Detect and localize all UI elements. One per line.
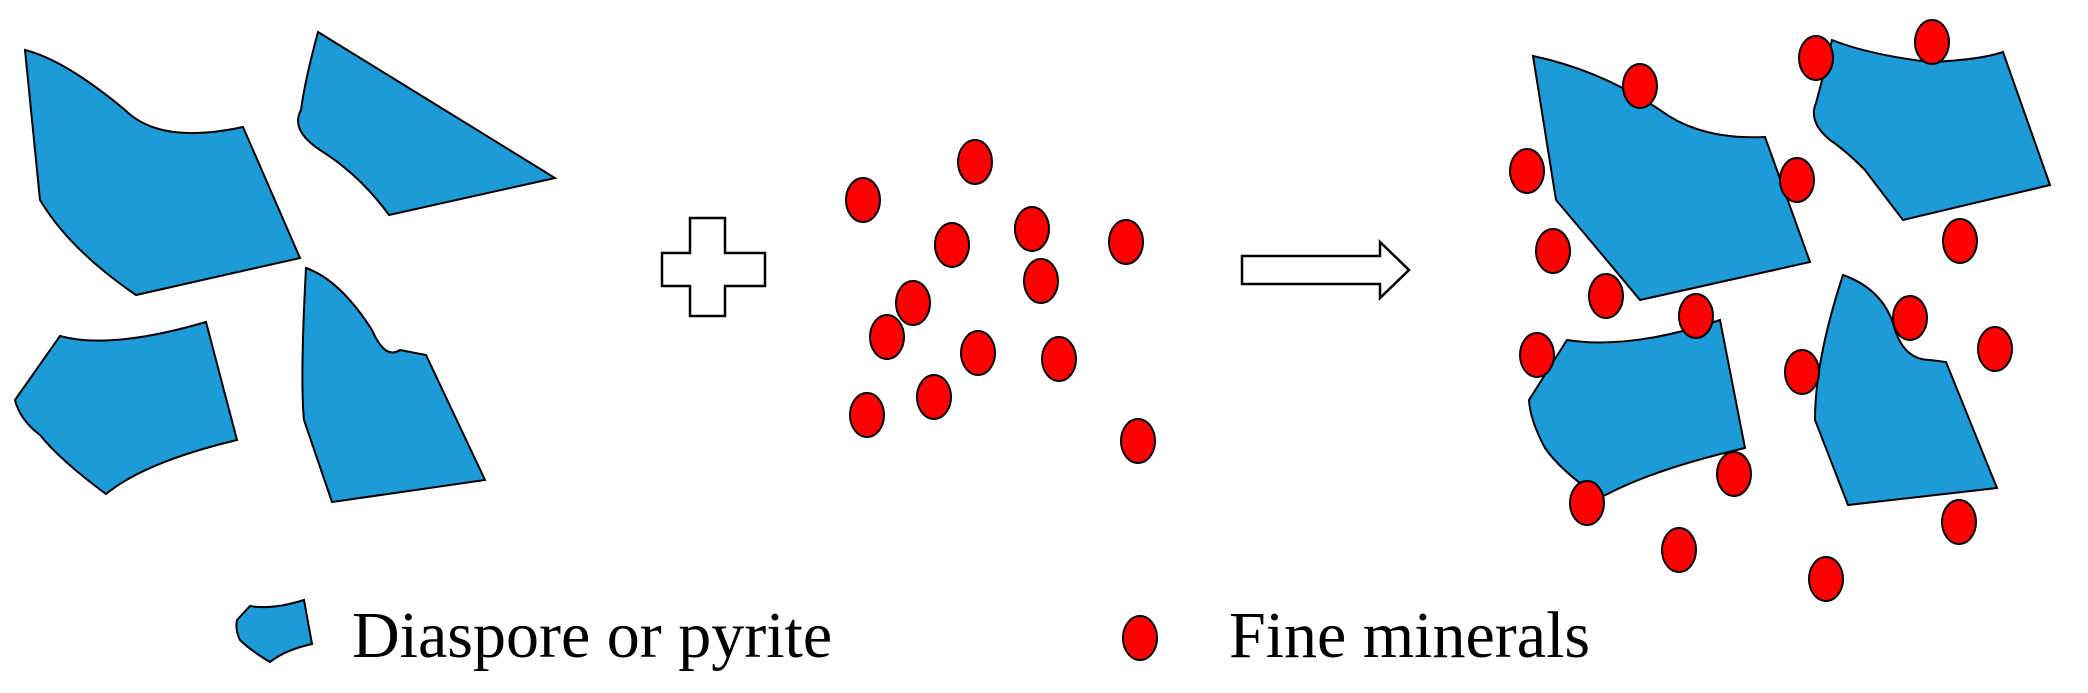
coated-particle — [1812, 38, 2052, 222]
fine-mineral — [849, 392, 885, 438]
legend-fine-mineral-icon — [1122, 615, 1158, 661]
attached-fine-minerals-group — [1509, 19, 2013, 602]
fine-mineral — [1041, 336, 1077, 382]
coated-particle — [1531, 54, 1812, 302]
fine-mineral — [1569, 480, 1605, 526]
coarse-particle — [297, 30, 558, 217]
fine-mineral — [1914, 19, 1950, 65]
fine-mineral — [1108, 219, 1144, 265]
fine-mineral — [1784, 349, 1820, 395]
fine-mineral — [1661, 527, 1697, 573]
legend-label-fine-minerals: Fine minerals — [1229, 599, 1591, 672]
fine-mineral — [1509, 148, 1545, 194]
fine-mineral — [1798, 35, 1834, 81]
fine-mineral — [845, 177, 881, 223]
fine-mineral — [1941, 499, 1977, 545]
fine-mineral — [1678, 293, 1714, 339]
fine-mineral — [1892, 295, 1928, 341]
fine-mineral — [869, 314, 905, 360]
fine-mineral — [1808, 556, 1844, 602]
fine-mineral — [1588, 273, 1624, 319]
fine-mineral — [1716, 451, 1752, 497]
legend-label-diaspore-or-pyrite: Diaspore or pyrite — [352, 599, 833, 672]
fine-mineral — [1535, 228, 1571, 274]
right-arrow-outline-icon — [1240, 239, 1411, 301]
coated-particle — [1527, 318, 1747, 500]
legend-particle-icon — [235, 598, 314, 664]
fine-mineral — [957, 139, 993, 185]
fine-mineral — [960, 330, 996, 376]
fine-mineral — [1977, 326, 2013, 372]
coarse-particle — [301, 266, 487, 504]
fine-mineral — [1519, 332, 1555, 378]
coated-particles-group — [1527, 38, 2052, 507]
coarse-particle — [13, 320, 239, 496]
fine-minerals-group — [845, 139, 1156, 464]
fine-mineral — [1023, 258, 1059, 304]
plus-outline-icon — [660, 216, 767, 318]
coated-particle — [1813, 273, 1999, 507]
fine-mineral — [934, 222, 970, 268]
fine-mineral — [1014, 206, 1050, 252]
coarse-particle — [23, 48, 302, 297]
fine-mineral — [1942, 218, 1978, 264]
fine-mineral — [1120, 418, 1156, 464]
fine-mineral — [895, 280, 931, 326]
fine-mineral — [1622, 63, 1658, 109]
fine-mineral — [1779, 157, 1815, 203]
coarse-particles-group — [13, 30, 558, 504]
legend — [235, 598, 1158, 664]
fine-mineral — [916, 374, 952, 420]
